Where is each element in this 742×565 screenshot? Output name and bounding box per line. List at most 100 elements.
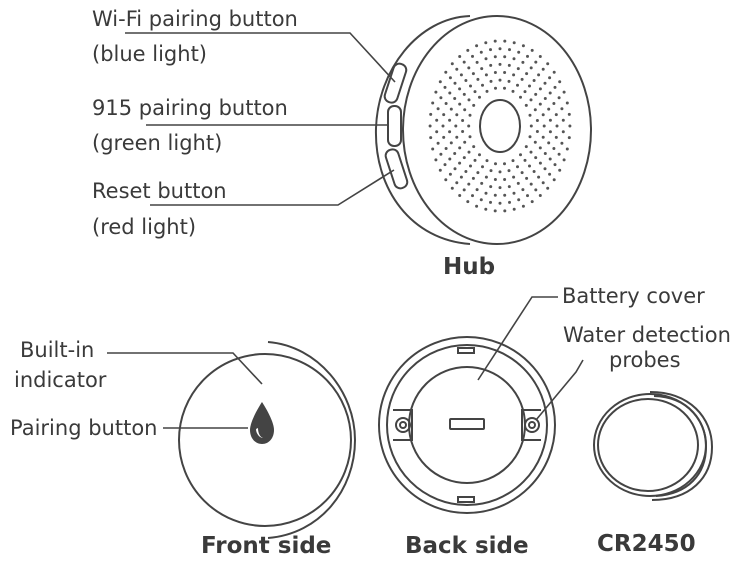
speaker-dot xyxy=(475,204,479,208)
wifi-button-label: Wi-Fi pairing button xyxy=(92,7,298,31)
speaker-dot xyxy=(558,80,562,84)
speaker-dot xyxy=(557,96,561,100)
speaker-dot xyxy=(534,60,538,64)
speaker-dot xyxy=(467,150,471,154)
speaker-dot xyxy=(467,66,471,70)
speaker-dot xyxy=(503,39,507,43)
speaker-dot xyxy=(489,200,492,204)
speaker-dot xyxy=(493,193,497,197)
speaker-dot xyxy=(528,84,531,88)
speaker-dot xyxy=(520,171,524,175)
speaker-dot xyxy=(547,107,551,111)
speaker-dot xyxy=(494,86,497,90)
speaker-dot xyxy=(458,194,462,197)
speaker-dot xyxy=(548,91,552,95)
speaker-dot xyxy=(525,176,529,180)
water-drop-highlight xyxy=(256,428,263,438)
speaker-dot xyxy=(434,90,438,94)
hub-face xyxy=(402,15,592,245)
speaker-dot xyxy=(567,136,571,140)
speaker-dot xyxy=(528,164,531,168)
speaker-dot xyxy=(441,124,445,128)
speaker-dot xyxy=(453,167,457,171)
speaker-dot xyxy=(462,60,466,64)
speaker-dot xyxy=(436,107,440,111)
speaker-dot xyxy=(468,135,472,139)
speaker-dot xyxy=(503,55,507,59)
speaker-dot xyxy=(478,153,481,157)
probes-label-line1: Water detection xyxy=(563,323,731,347)
speaker-dot xyxy=(489,63,493,67)
speaker-dot xyxy=(532,170,536,173)
speaker-dot xyxy=(517,50,521,54)
speaker-dot xyxy=(480,181,484,185)
speaker-dot xyxy=(466,48,470,52)
speaker-dot xyxy=(453,152,457,155)
speaker-dot xyxy=(512,73,516,77)
speaker-dot xyxy=(498,201,502,205)
speaker-dot xyxy=(455,181,459,185)
speaker-dot xyxy=(448,76,452,80)
speaker-dot xyxy=(458,55,462,58)
speaker-dot xyxy=(548,76,552,80)
indicator-label-line2: indicator xyxy=(14,368,107,392)
wifi-button-sublabel: (blue light) xyxy=(92,42,207,66)
speaker-dot xyxy=(436,141,440,145)
speaker-dot xyxy=(489,185,493,189)
speaker-dot xyxy=(529,66,533,70)
speaker-dot xyxy=(547,141,551,145)
speaker-dot xyxy=(484,73,488,77)
right-probe-icon xyxy=(524,417,540,433)
speaker-dot xyxy=(503,209,507,213)
speaker-dot xyxy=(519,153,522,157)
speaker-dot xyxy=(471,176,475,180)
speaker-dot xyxy=(455,67,459,71)
speaker-dot xyxy=(538,194,542,197)
speaker-dot xyxy=(472,145,476,149)
speaker-dot xyxy=(512,207,516,211)
speaker-dot xyxy=(541,113,545,117)
speaker-dot xyxy=(450,186,454,190)
hub-center-ring xyxy=(479,99,521,153)
battery-callout-line xyxy=(477,296,558,381)
reset-callout-line xyxy=(150,169,395,206)
speaker-dot xyxy=(538,87,542,91)
speaker-dot xyxy=(467,98,471,102)
speaker-dot xyxy=(493,71,497,74)
speaker-dot xyxy=(475,60,479,64)
speaker-dot xyxy=(516,83,519,87)
speaker-dot xyxy=(498,47,502,51)
speaker-dot xyxy=(493,55,497,59)
speaker-dot xyxy=(516,165,519,169)
battery-edge-2 xyxy=(653,395,708,497)
speaker-dot xyxy=(454,124,458,128)
battery-cover xyxy=(408,366,526,484)
speaker-dot xyxy=(485,89,489,93)
speaker-dot xyxy=(530,48,534,52)
speaker-dot xyxy=(507,79,511,83)
speaker-dot xyxy=(557,152,561,156)
speaker-dot xyxy=(448,157,452,161)
speaker-dot xyxy=(529,182,533,186)
speaker-dot xyxy=(484,57,488,61)
left-probe-core-icon xyxy=(399,421,407,429)
probes-label-line2: probes xyxy=(609,348,681,372)
speaker-dot xyxy=(485,159,489,163)
speaker-dot xyxy=(431,147,435,151)
speaker-dot xyxy=(484,191,488,195)
speaker-dot xyxy=(561,130,565,134)
speaker-dot xyxy=(459,175,463,179)
speaker-dot xyxy=(471,72,475,76)
speaker-dot xyxy=(498,186,502,190)
speaker-dot xyxy=(530,200,534,204)
speaker-dot xyxy=(435,130,439,134)
speaker-dot xyxy=(466,200,470,204)
battery-face-inner xyxy=(597,398,699,492)
speaker-dot xyxy=(552,70,556,74)
hub-speaker-dots xyxy=(428,39,572,213)
speaker-dot xyxy=(553,85,557,89)
water-drop-icon xyxy=(250,402,274,444)
speaker-dot xyxy=(535,119,539,122)
speaker-dot xyxy=(429,136,433,140)
